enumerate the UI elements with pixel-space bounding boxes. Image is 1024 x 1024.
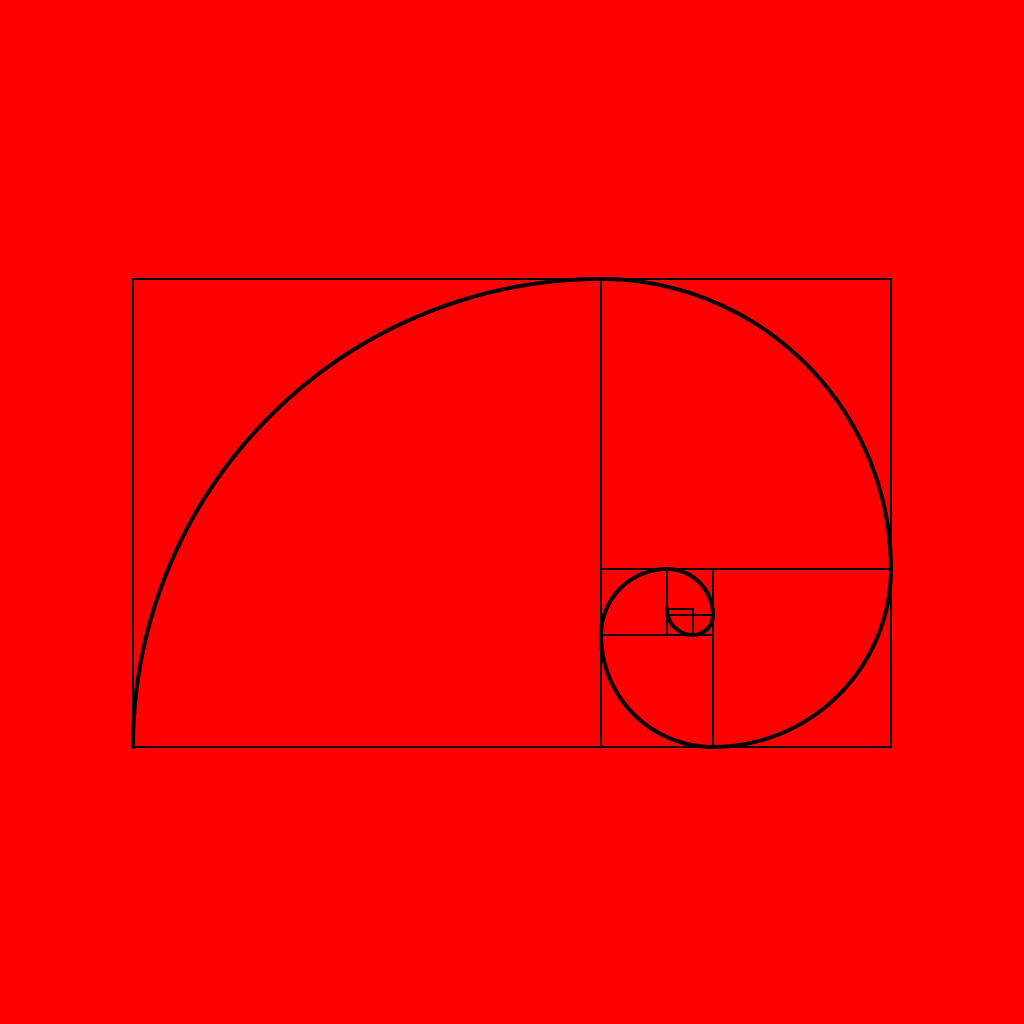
square-tile (666, 608, 694, 636)
square-tiles (132, 278, 892, 748)
golden-spiral-curve (131, 277, 893, 749)
square-tile (666, 568, 714, 616)
